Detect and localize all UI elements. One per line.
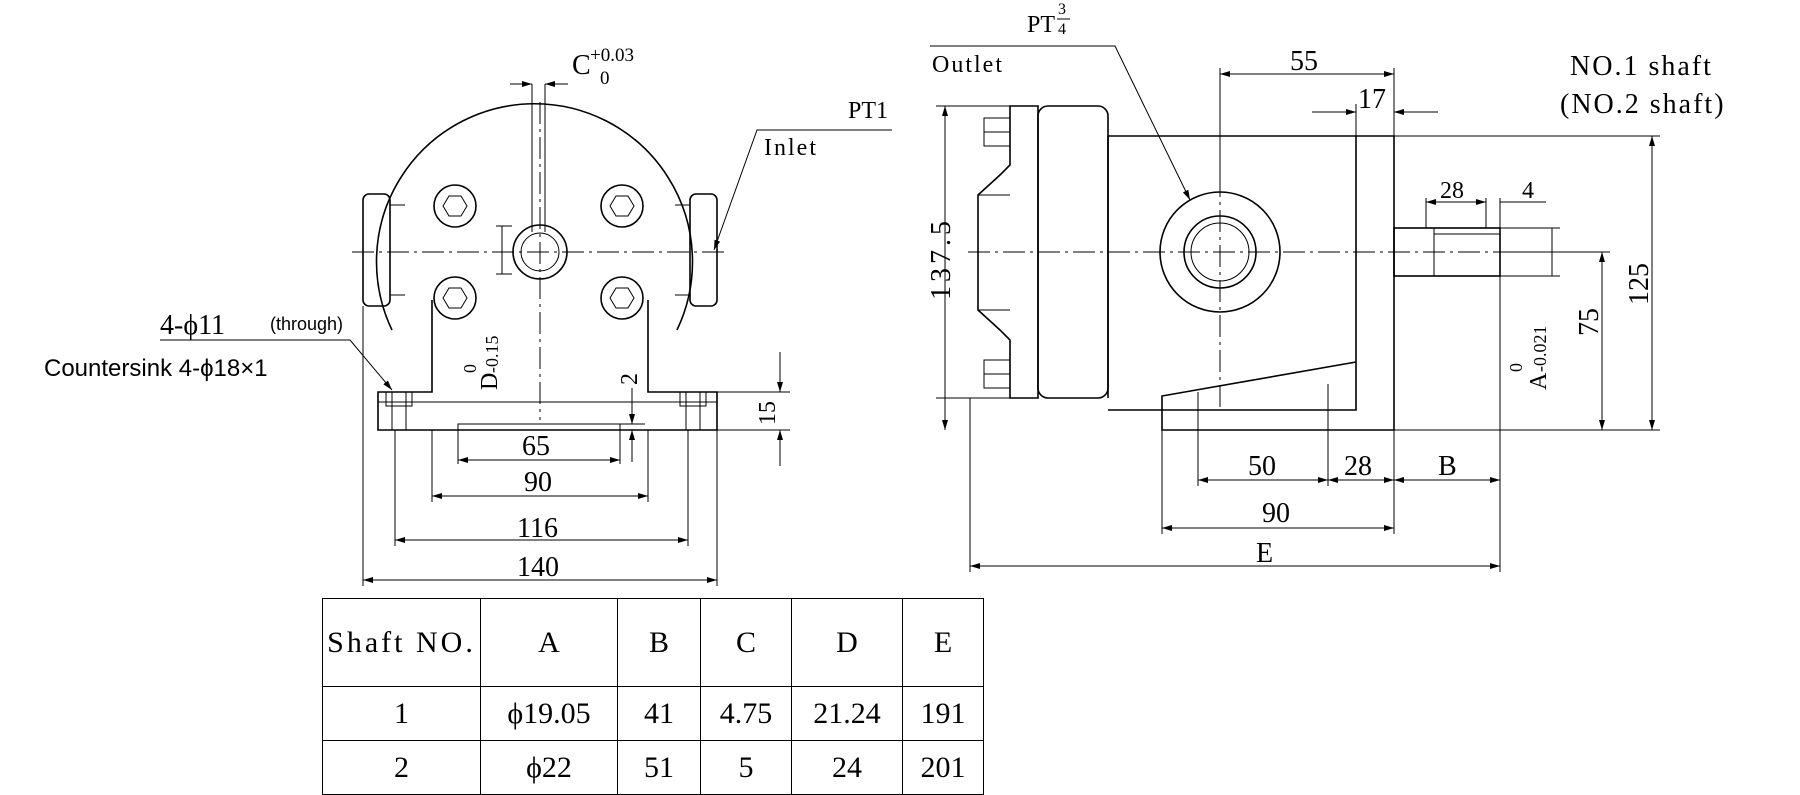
header-c: C [700,598,792,687]
shaft-a-tol-lower: -0.021 [1530,326,1550,373]
dim-e: E [1256,538,1273,569]
bolt-holes-note: (through) [270,314,343,334]
inlet-port-size: PT1 [848,98,888,124]
shaft-note-2: (NO.2 shaft) [1560,89,1726,120]
keyway-c-tol-lower: 0 [600,68,610,89]
bolt-hole-right [679,391,707,430]
dim-b: B [1438,451,1457,482]
rear-bolt-bottom [983,359,1011,389]
table-cell: 21.24 [791,686,903,741]
dim-28-bottom: 28 [1344,451,1372,482]
keyway-c-label: C [572,50,591,81]
hex-bolt-top-right [600,184,644,228]
dim-50: 50 [1248,451,1276,482]
table-cell: 2 [322,740,481,795]
shaft-d-label: D [477,373,503,390]
shaft-d-tol-upper: 0 [460,364,480,373]
shaft-spec-table: Shaft NO. A B C D E 1 ϕ19.05 41 4.75 21.… [322,598,984,795]
keyway-c-tol-upper: +0.03 [590,45,634,66]
dim-4: 4 [1522,178,1534,204]
outlet-label: Outlet [932,52,1004,78]
dim-90-front: 90 [524,467,552,498]
table-cell: 191 [902,686,984,741]
table-cell: 4.75 [700,686,792,741]
inlet-label: Inlet [764,135,818,161]
shaft-a-tol-upper: 0 [1506,363,1526,372]
hex-bolt-bottom-right [600,276,644,320]
dim-15: 15 [755,401,781,425]
outlet-port-den: 4 [1058,21,1066,38]
outlet-port-base: PT [1027,12,1055,38]
front-view: C +0.03 0 D 0 -0.15 PT1 Inlet 4-ϕ11 (thr… [44,45,892,586]
hex-bolt-bottom-left [433,276,477,320]
header-d: D [791,598,903,687]
table-cell: 41 [617,686,701,741]
table-row: 1 ϕ19.05 41 4.75 21.24 191 [322,686,984,741]
rear-bolt-top [983,117,1011,147]
shaft-a-label: A [1526,372,1552,390]
dim-140: 140 [517,552,559,583]
header-a: A [480,598,618,687]
table-cell: ϕ19.05 [480,686,618,741]
dim-90-side: 90 [1262,498,1290,529]
shaft-note-1: NO.1 shaft [1570,51,1713,82]
dim-55: 55 [1290,46,1318,77]
table-cell: 5 [700,740,792,795]
header-e: E [902,598,984,687]
dim-125: 125 [1624,263,1655,305]
side-view: PT 3 4 Outlet NO.1 shaft (NO.2 shaft) 55… [926,1,1726,572]
hex-bolt-top-left [433,184,477,228]
header-shaft-no: Shaft NO. [322,598,481,687]
table-header-row: Shaft NO. A B C D E [322,598,984,687]
table-cell: 24 [791,740,903,795]
dim-2: 2 [617,373,643,385]
dim-137-5: 137.5 [926,217,957,300]
dim-28-top: 28 [1440,178,1464,204]
table-row: 2 ϕ22 51 5 24 201 [322,740,984,795]
table-cell: 1 [322,686,481,741]
header-b: B [617,598,701,687]
table-cell: 201 [902,740,984,795]
shaft-d-tol-lower: -0.15 [482,336,502,374]
bolt-holes-label: 4-ϕ11 [160,310,225,341]
dim-116: 116 [517,513,558,544]
dim-65: 65 [522,431,550,462]
bolt-hole-left [385,391,413,430]
table-cell: ϕ22 [480,740,618,795]
outlet-port-num: 3 [1058,1,1066,18]
dim-75: 75 [1574,308,1605,336]
countersink-label: Countersink 4-ϕ18×1 [44,355,268,382]
dim-17: 17 [1358,84,1386,115]
table-cell: 51 [617,740,701,795]
